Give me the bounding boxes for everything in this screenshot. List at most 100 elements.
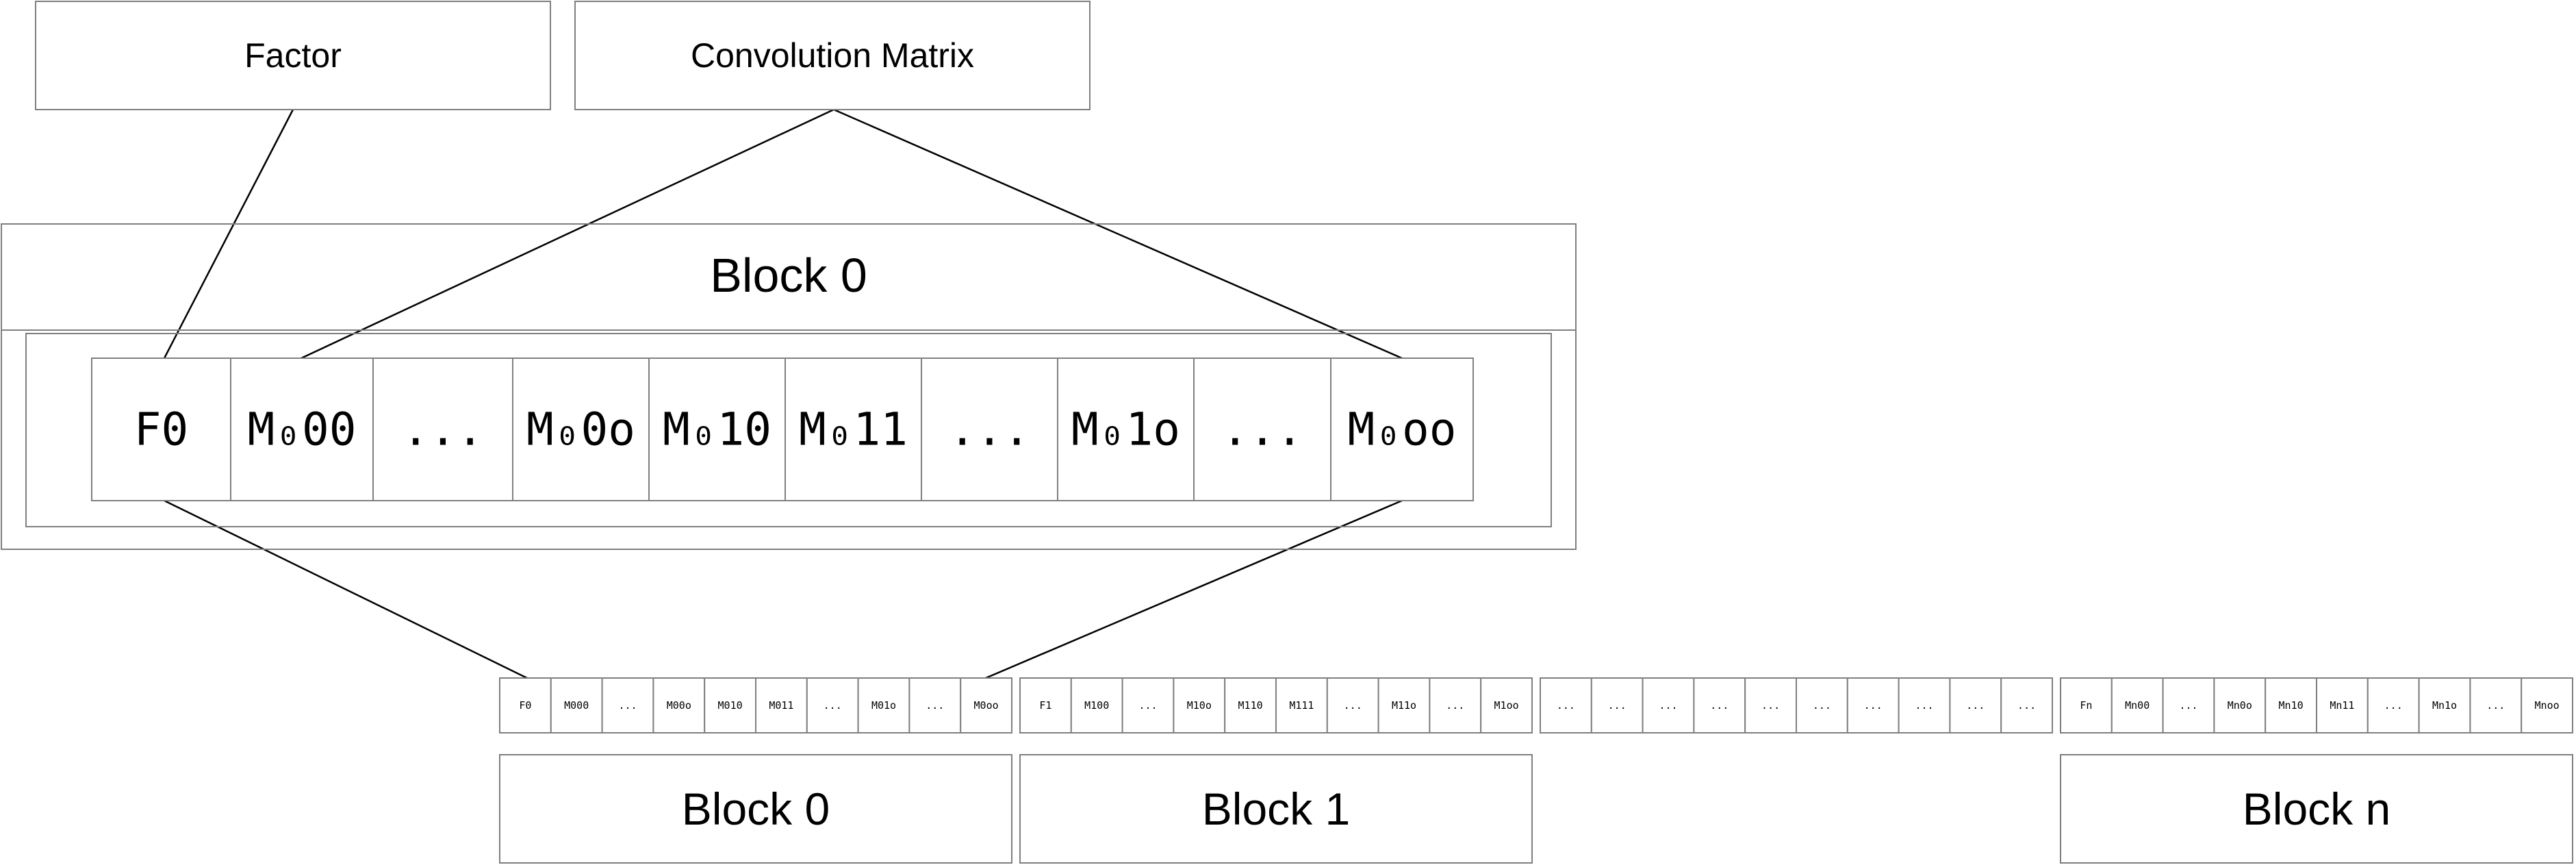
block-detail-cell-label: M₀0o [526, 403, 635, 456]
memory-strip-group: F0 M000... M00o M010 M011... M01o... M0oo [499, 677, 1012, 734]
block-detail-inner-frame [25, 333, 1552, 527]
memory-strip-cell: ... [908, 677, 962, 734]
memory-strip-cell-label: Mnoo [2535, 699, 2560, 712]
f0-to-strip-line [164, 499, 528, 679]
memory-block-label: Block 1 [1202, 783, 1350, 834]
memory-strip-cell-label: ... [1138, 699, 1157, 712]
memory-strip-cell-label: M00o [667, 699, 691, 712]
memory-strip-cell-label: Mn0o [2228, 699, 2252, 712]
memory-strip-cell: ... [1429, 677, 1482, 734]
memory-strip-cell: Fn [2060, 677, 2113, 734]
block-detail-cell: M₀11 [785, 358, 922, 501]
memory-strip-cell: ... [1693, 677, 1746, 734]
memory-strip-cell: M000 [550, 677, 603, 734]
memory-strip-cell-label: ... [1813, 699, 1831, 712]
block-detail-cell-label: ... [1221, 403, 1303, 456]
memory-strip-cell: Mnoo [2521, 677, 2573, 734]
memory-strip-cell-label: ... [1915, 699, 1933, 712]
block-detail-cell: ... [1193, 358, 1331, 501]
memory-block-label-box: Block 1 [1019, 754, 1533, 864]
memory-strip-cell: F1 [1019, 677, 1072, 734]
memory-strip-cell-label: ... [2384, 699, 2403, 712]
convolution-matrix-box: Convolution Matrix [574, 1, 1091, 110]
factor-box: Factor [35, 1, 551, 110]
block-detail-cell: ... [372, 358, 513, 501]
memory-strip-cell: Mn1o [2418, 677, 2471, 734]
block-detail-title: Block 0 [710, 249, 867, 302]
memory-strip-cell-label: ... [618, 699, 637, 712]
m0oo-to-strip-line [985, 499, 1403, 679]
memory-strip-cell: M100 [1070, 677, 1123, 734]
memory-strip-cell: Mn11 [2316, 677, 2369, 734]
memory-strip-cell: ... [2000, 677, 2053, 734]
memory-strip-cell-label: ... [1966, 699, 1985, 712]
connector-lines [163, 108, 1403, 679]
block-detail-cell-label: M₀11 [799, 403, 908, 456]
memory-strip-cell-label: ... [824, 699, 842, 712]
memory-strip-cell: ... [1590, 677, 1644, 734]
memory-strip-cell-label: M01o [871, 699, 896, 712]
memory-strip-cell: Mn0o [2213, 677, 2267, 734]
memory-strip-cell: ... [1898, 677, 1951, 734]
memory-strip-cell-label: M1oo [1494, 699, 1519, 712]
memory-strip-cell: M11o [1377, 677, 1431, 734]
memory-strip-cell-label: Fn [2080, 699, 2092, 712]
memory-strip-cell-label: ... [2486, 699, 2505, 712]
matrix-to-m000-line [301, 108, 834, 360]
memory-strip-cell-label: Mn1o [2432, 699, 2457, 712]
memory-block-label-box: Block n [2060, 754, 2573, 864]
memory-strip-cell: ... [2367, 677, 2420, 734]
block-detail-cell: M₀0o [512, 358, 650, 501]
memory-strip-cell: ... [1949, 677, 2002, 734]
memory-strip-cell-label: ... [1710, 699, 1729, 712]
memory-strip-cell: ... [1121, 677, 1175, 734]
memory-block-label-box: Block 0 [499, 754, 1012, 864]
memory-strip-cell-label: F0 [519, 699, 531, 712]
memory-strip-cell: ... [1642, 677, 1695, 734]
memory-strip-cell-label: M010 [718, 699, 743, 712]
memory-strip-cell-label: M11o [1392, 699, 1416, 712]
memory-strip-cell-label: ... [1557, 699, 1575, 712]
memory-strip-cell-label: ... [1446, 699, 1464, 712]
block-detail-cell-label: M₀00 [248, 403, 357, 456]
block-detail-cell-label: M₀1o [1071, 403, 1180, 456]
memory-strip-cell: ... [601, 677, 654, 734]
memory-strip-cell: ... [2469, 677, 2523, 734]
memory-strip-cell-label: ... [1864, 699, 1883, 712]
memory-strip-cell: F0 [499, 677, 552, 734]
memory-strip-cell-label: M111 [1289, 699, 1314, 712]
memory-strip-cell: ... [1796, 677, 1848, 734]
memory-strip-cell: M110 [1224, 677, 1277, 734]
memory-strip-cell-label: M0oo [974, 699, 999, 712]
block-detail-cell: M₀10 [648, 358, 786, 501]
memory-strip-cell: M01o [857, 677, 910, 734]
block-detail-cell: M₀00 [230, 358, 374, 501]
memory-strip-cell-label: Mn11 [2330, 699, 2354, 712]
memory-strip-cell: M1oo [1480, 677, 1533, 734]
memory-strip-labels: Block 0 Block 1 Block n [499, 754, 2573, 864]
memory-strip-cell-label: ... [1344, 699, 1362, 712]
memory-strip-cell: Mn10 [2265, 677, 2317, 734]
block-detail-cell: M₀1o [1057, 358, 1195, 501]
block-detail-cell-label: M₀oo [1348, 403, 1457, 456]
factor-to-f0-line [163, 109, 294, 359]
memory-strip-cell: ... [1744, 677, 1797, 734]
memory-strip-cell-label: Mn00 [2125, 699, 2150, 712]
memory-strip-cell-label: ... [1761, 699, 1780, 712]
block-detail-cell: ... [921, 358, 1058, 501]
memory-strip-cell-label: ... [1608, 699, 1627, 712]
memory-strip-cell-label: ... [2017, 699, 2036, 712]
memory-strip-cell-label: Mn10 [2279, 699, 2304, 712]
memory-strip-cell-label: M000 [564, 699, 589, 712]
memory-strip-cell-label: ... [926, 699, 944, 712]
memory-strip-cell: Mn00 [2110, 677, 2164, 734]
memory-strip-cell-label: M011 [769, 699, 793, 712]
memory-block-label: Block n [2243, 783, 2390, 834]
memory-strip-cell: M010 [704, 677, 756, 734]
